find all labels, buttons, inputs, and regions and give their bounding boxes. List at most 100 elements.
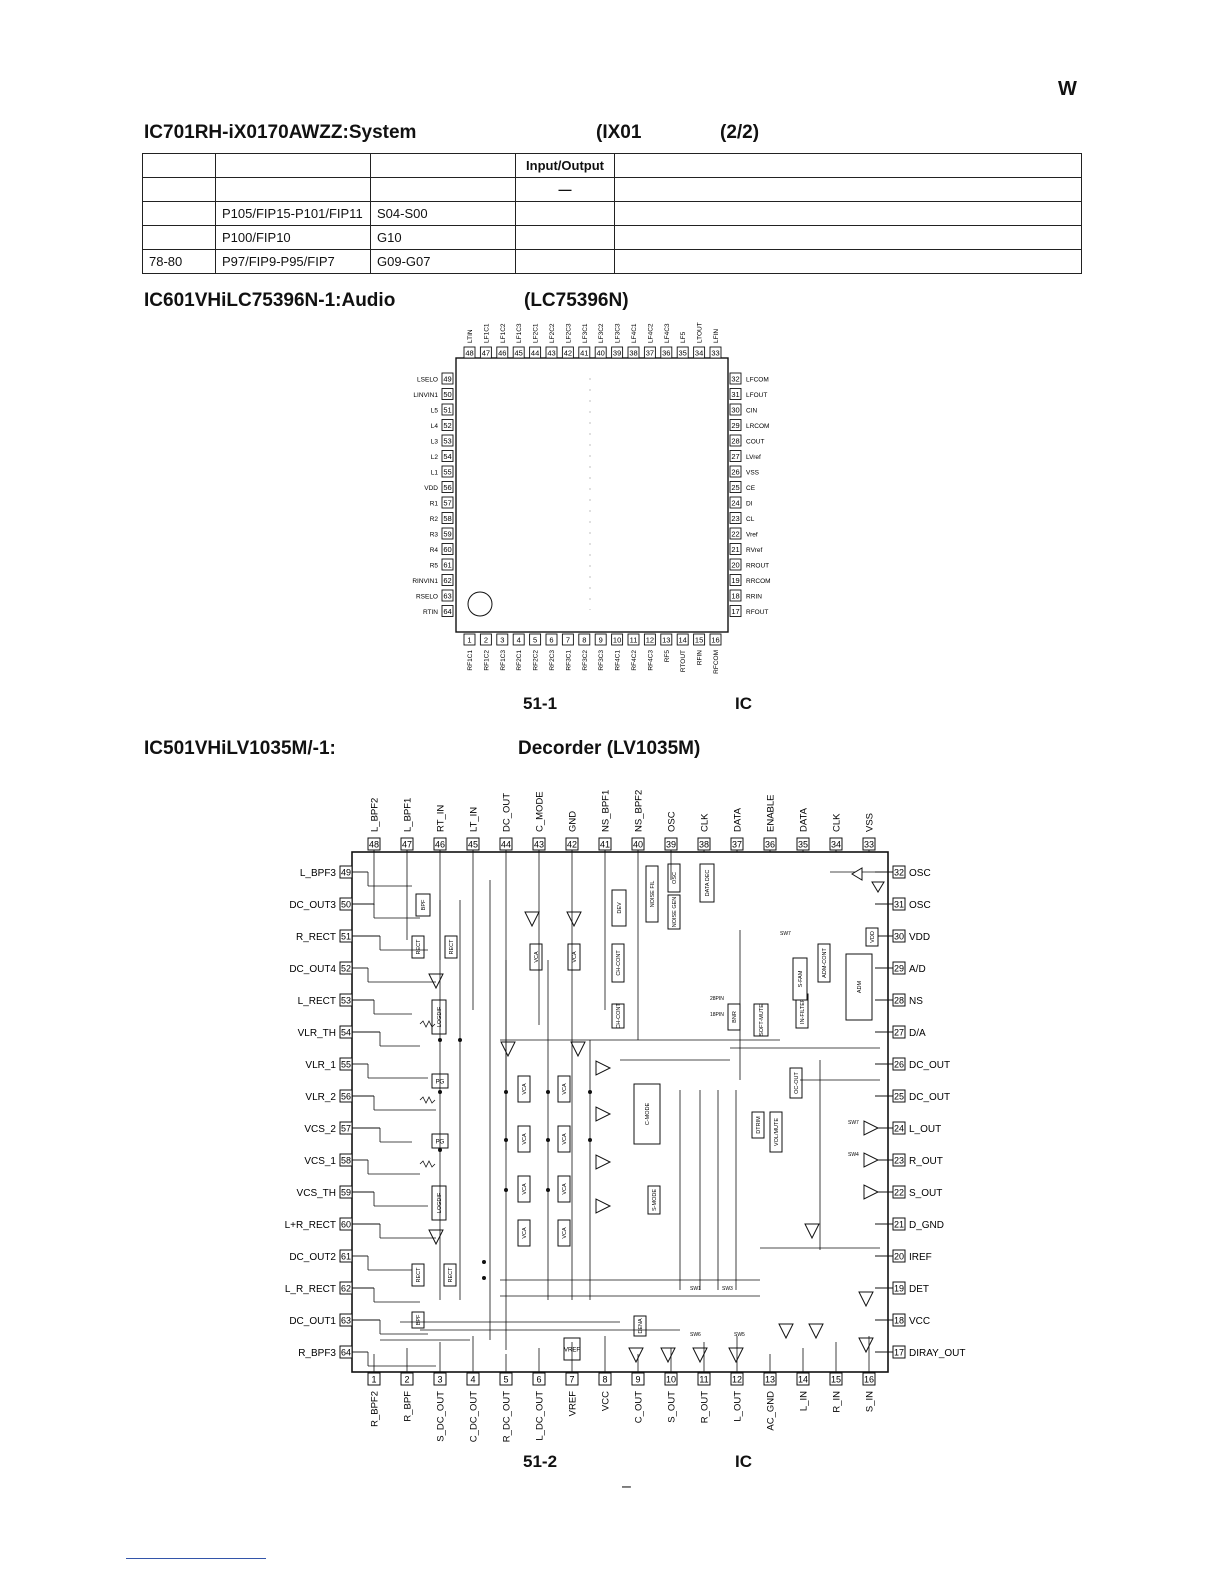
switch-label: 18PIN: [710, 1012, 724, 1018]
pin-number: 46: [435, 840, 445, 850]
switch-label: SW7: [780, 931, 791, 937]
pin-number: 7: [569, 1375, 574, 1385]
pin-box: [499, 1372, 513, 1386]
pin-box: [441, 372, 454, 385]
block-label: NOISE GEN: [672, 897, 678, 928]
pin-number: 33: [864, 840, 874, 850]
block-label: DATA DEC: [705, 870, 711, 897]
block-label: DEV: [617, 902, 623, 914]
pin-box: [441, 434, 454, 447]
pin-box: [441, 512, 454, 524]
pin-number: 21: [894, 1220, 904, 1230]
block-label: RECT: [416, 1267, 422, 1283]
function-block: [557, 1219, 571, 1247]
pin-label: NS_BPF2: [634, 790, 645, 832]
pin-label: VDD: [909, 932, 930, 943]
pin-label: VCS_TH: [297, 1188, 336, 1199]
pin-number: 63: [341, 1316, 351, 1326]
amplifier-symbol: [778, 1323, 794, 1340]
block-label: DENA: [638, 1318, 644, 1334]
pin-number: 44: [501, 840, 511, 850]
pin-label: L2: [431, 454, 439, 461]
junction-dot: [438, 1090, 442, 1094]
pin-number: 29: [894, 964, 904, 974]
pin-label: R5: [430, 563, 439, 570]
pin-label: VDD: [424, 485, 438, 492]
pin-box: [664, 1372, 678, 1386]
table-cell: [614, 225, 1082, 250]
pin-label: R_IN: [832, 1391, 843, 1413]
pin-number: 41: [580, 349, 588, 358]
ic701-subtitle: (IX01: [596, 122, 642, 143]
amplifier-symbol: [524, 911, 540, 928]
amplifier-symbol: [500, 1041, 516, 1058]
pin-box: [433, 1372, 447, 1386]
pin-box: [496, 633, 509, 646]
table-cell: [515, 249, 615, 274]
block-label: BPF: [421, 899, 427, 910]
pin-label: RFIN: [697, 650, 704, 665]
pin-label: DATA: [733, 807, 744, 832]
pin-label: LF2C2: [549, 323, 556, 343]
pin-number: 39: [666, 840, 676, 850]
table-header-cell: Input/Output: [515, 153, 615, 178]
pin-number: 50: [341, 900, 351, 910]
amplifier-symbol: [428, 973, 444, 990]
pin-number: 21: [731, 545, 739, 554]
pin-label: DC_OUT3: [289, 900, 336, 911]
pin-number: 17: [894, 1348, 904, 1358]
figure-caption-number: 51-1: [523, 694, 558, 713]
function-block: [633, 1083, 661, 1145]
block-label: VCA: [534, 951, 540, 963]
pin-number: 23: [731, 514, 739, 523]
pin-box: [676, 346, 689, 359]
pin-box: [627, 633, 640, 646]
pin-label: LF1C2: [500, 323, 507, 343]
pin-box: [729, 543, 742, 555]
pin-label: RF4C2: [631, 650, 638, 671]
junction-dot: [546, 1138, 550, 1142]
table-cell: G10: [370, 225, 516, 250]
pin-label: R_BPF3: [298, 1348, 336, 1359]
pin-label: R_OUT: [909, 1156, 943, 1167]
pin-number: 56: [341, 1092, 351, 1102]
pin-label: RF4C1: [615, 650, 622, 671]
pin-number: 49: [443, 375, 451, 384]
pin-number: 53: [341, 996, 351, 1006]
pin-number: 51: [341, 932, 351, 942]
pin-number: 53: [443, 437, 451, 446]
function-block: [557, 1175, 571, 1203]
function-block: [845, 953, 873, 1021]
pin-number: 48: [465, 349, 473, 358]
pin-label: RROUT: [746, 563, 769, 570]
pin-number: 60: [443, 545, 451, 554]
pin-label: LTOUT: [697, 322, 704, 343]
pin-number: 24: [731, 499, 739, 508]
table-cell: 78-80: [142, 249, 216, 274]
pin-number: 28: [731, 437, 739, 446]
ic501-title: IC501VHiLV1035M/-1:: [144, 738, 336, 759]
pin-number: 42: [567, 840, 577, 850]
pin-number: 52: [443, 421, 451, 430]
pin-label: L_OUT: [733, 1391, 744, 1422]
pin-label: CE: [746, 485, 756, 492]
junction-dot: [482, 1260, 486, 1264]
pin-label: LF3C2: [598, 323, 605, 343]
pin-label: DC_OUT: [502, 793, 513, 832]
pin-label: CL: [746, 516, 755, 523]
pin-number: 25: [894, 1092, 904, 1102]
amplifier-symbol: [692, 1347, 708, 1364]
block-label: VCA: [572, 951, 578, 963]
pin-number: 62: [341, 1284, 351, 1294]
pin-box: [729, 496, 742, 509]
function-block: [411, 935, 425, 959]
pin-number: 6: [549, 636, 553, 645]
pin-label: RRIN: [746, 594, 762, 601]
pin-label: Vref: [746, 532, 758, 539]
pin-box: [729, 388, 742, 400]
pin-number: 28: [894, 996, 904, 1006]
pin-label: C_DC_OUT: [469, 1391, 480, 1442]
block-label: DTRIM: [756, 1116, 762, 1134]
pin-box: [697, 1372, 711, 1386]
